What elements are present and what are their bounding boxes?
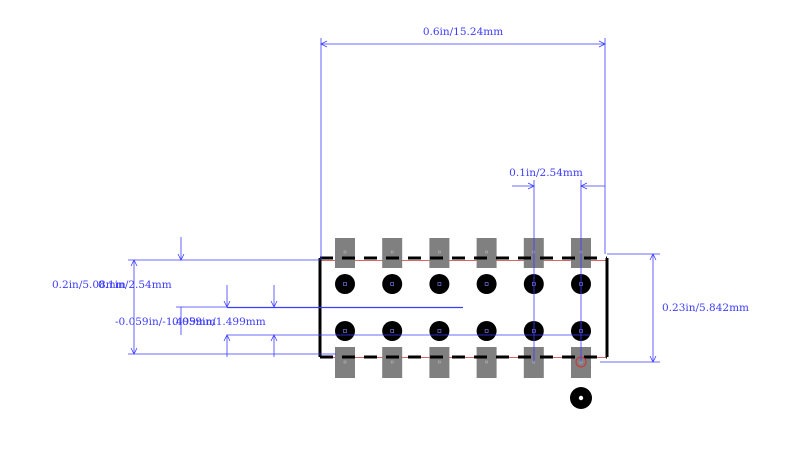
pad xyxy=(523,347,544,378)
dim-label-pad-span: 0.2in/5.08mm xyxy=(52,279,126,291)
dim-label-body-height: 0.23in/5.842mm xyxy=(662,302,749,314)
hole-center-mark xyxy=(484,329,489,333)
hole-row-bottom xyxy=(335,321,591,341)
through-hole xyxy=(382,321,403,341)
pad xyxy=(382,347,403,378)
dim-label-overall-width: 0.6in/15.24mm xyxy=(423,26,503,38)
dimension-overall-width xyxy=(320,38,606,260)
pad-center-mark xyxy=(485,250,488,254)
dimension-pad-span xyxy=(128,237,336,355)
hole-center-mark xyxy=(390,282,395,286)
dimension-body-height xyxy=(600,253,660,363)
pad-center-mark xyxy=(438,250,441,254)
through-hole xyxy=(476,274,497,294)
hole-center-mark xyxy=(390,329,395,333)
through-hole xyxy=(335,274,355,294)
pad xyxy=(429,347,450,378)
through-hole xyxy=(476,321,497,341)
pad xyxy=(571,347,591,378)
through-hole xyxy=(429,321,450,341)
pad xyxy=(476,347,497,378)
pad-center-mark xyxy=(485,360,488,364)
pad xyxy=(335,347,355,378)
hole-center-mark xyxy=(437,329,442,333)
courtyard-outline xyxy=(320,260,607,358)
pad-center-mark xyxy=(438,360,441,364)
hole-center-mark xyxy=(343,329,347,333)
dimension-offset xyxy=(176,285,278,357)
dimension-pitch xyxy=(512,180,605,362)
pad-center-mark xyxy=(390,250,394,254)
pad-center-mark xyxy=(343,360,347,364)
through-hole xyxy=(335,321,355,341)
pad-row-bottom xyxy=(335,347,591,378)
hole-center-mark xyxy=(437,282,442,286)
dim-label-pitch: 0.1in/2.54mm xyxy=(509,167,583,179)
pad-row-top xyxy=(335,238,591,268)
hole-center-mark xyxy=(343,282,347,286)
through-hole xyxy=(382,274,403,294)
dim-label-offset-overlap: 0.059in/1.499mm xyxy=(172,316,266,328)
pad-center-mark xyxy=(390,360,394,364)
pad-center-mark xyxy=(343,250,347,254)
through-hole xyxy=(429,274,450,294)
dim-label-row-pitch: 0.1in/2.54mm xyxy=(98,279,172,291)
hole-center-mark xyxy=(484,282,489,286)
hole-row-top xyxy=(335,274,591,294)
dim-label-offset: -0.059in/-1.499mm xyxy=(115,316,216,328)
pin1-marker-dot xyxy=(578,395,584,401)
